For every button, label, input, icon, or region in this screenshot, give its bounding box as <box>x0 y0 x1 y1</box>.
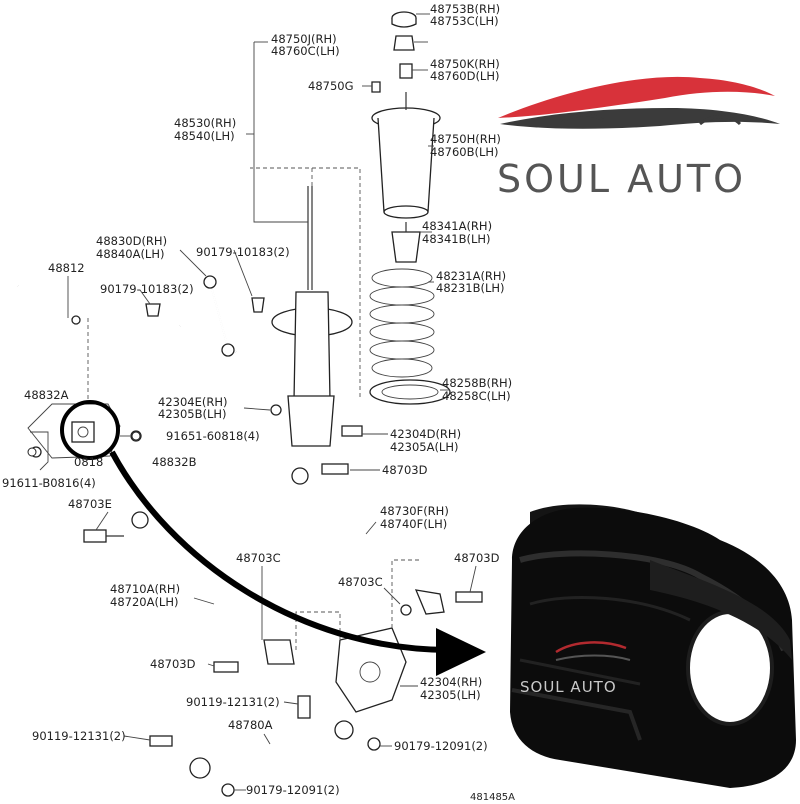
part-label: 48740F(LH) <box>380 517 447 531</box>
part-label: 48780A <box>228 718 273 732</box>
part-label: 91651-60818(4) <box>166 429 260 443</box>
part-label: 90179-12091(2) <box>246 783 340 797</box>
part-label: 48730F(RH) <box>380 504 449 518</box>
part-label: 48750K(RH) <box>430 57 500 71</box>
bushing-photo: SOUL AUTO <box>510 504 796 788</box>
logo-swoosh-gray-icon <box>500 108 780 129</box>
part-label: 48341A(RH) <box>422 219 492 233</box>
part-label: 48753C(LH) <box>430 14 499 28</box>
part-label: 48750H(RH) <box>430 132 501 146</box>
part-label: 48753B(RH) <box>430 2 500 16</box>
coil-spring <box>369 268 451 405</box>
stabilizer-bar <box>17 275 265 382</box>
strut-body <box>250 167 361 447</box>
part-label: 48710A(RH) <box>110 582 180 596</box>
suspension-arms <box>83 404 483 797</box>
leader-lines <box>67 13 477 791</box>
part-label: 42304(RH) <box>420 675 482 689</box>
part-label: 90179-10183(2) <box>100 282 194 296</box>
part-label: 48540(LH) <box>174 129 235 143</box>
part-label: 48258B(RH) <box>442 376 512 390</box>
part-label: 48703C <box>338 575 383 589</box>
part-labels: 48753B(RH) 48753C(LH) 48750J(RH) 48760C(… <box>2 2 515 803</box>
part-label: 91611-B0816(4) <box>2 476 96 490</box>
part-label: 42305(LH) <box>420 688 481 702</box>
highlight-circle-icon <box>60 400 120 460</box>
part-label: 48703D <box>454 551 500 565</box>
figure-number: 481485A <box>470 792 515 800</box>
part-label: 48720A(LH) <box>110 595 178 609</box>
part-label: 42304E(RH) <box>158 395 227 409</box>
part-label: 48760B(LH) <box>430 145 499 159</box>
part-label: 48750J(RH) <box>271 32 337 46</box>
bushing-hole <box>688 612 772 724</box>
brand-name: SOUL AUTO <box>497 157 746 201</box>
highlight-annotation <box>60 400 486 676</box>
callout-markers <box>27 431 141 457</box>
logo-wheel-arch-icon <box>699 115 742 126</box>
part-label: 48530(RH) <box>174 116 236 130</box>
part-label: 48703E <box>68 497 112 511</box>
part-label: 90179-10183(2) <box>196 245 290 259</box>
part-label: 48750G <box>308 79 354 93</box>
logo-wheel-arch-icon <box>559 113 610 126</box>
part-label: 48231A(RH) <box>436 269 506 283</box>
part-label: 48231B(LH) <box>436 281 505 295</box>
part-label: 42305A(LH) <box>390 440 458 454</box>
part-label: 48812 <box>48 261 85 275</box>
part-label: 0818 <box>74 455 103 469</box>
overlay-swoosh-gray-icon <box>555 654 631 661</box>
part-label: 48760C(LH) <box>271 44 340 58</box>
part-label: 48703D <box>150 657 196 671</box>
arrowhead-icon <box>436 628 486 676</box>
part-label: 48703C <box>236 551 281 565</box>
part-label: 48830D(RH) <box>96 234 167 248</box>
part-label: 48840A(LH) <box>96 247 164 261</box>
part-label: 42305B(LH) <box>158 407 227 421</box>
part-label: 48703D <box>382 463 428 477</box>
part-label: 90179-12091(2) <box>394 739 488 753</box>
part-label: 48832A <box>24 388 69 402</box>
overlay-brand-name: SOUL AUTO <box>520 678 617 696</box>
strut-top-group <box>371 11 441 263</box>
part-label: 90119-12131(2) <box>32 729 126 743</box>
overlay-swoosh-red-icon <box>555 641 627 654</box>
part-label: 48258C(LH) <box>442 389 511 403</box>
part-label: 48760D(LH) <box>430 69 499 83</box>
part-label: 90119-12131(2) <box>186 695 280 709</box>
brand-logo: SOUL AUTO <box>497 76 780 201</box>
pointer-arrow-icon <box>109 450 451 653</box>
logo-swoosh-red-icon <box>498 76 775 118</box>
part-label: 42304D(RH) <box>390 427 461 441</box>
part-label: 48832B <box>152 455 197 469</box>
part-label: 48341B(LH) <box>422 232 491 246</box>
